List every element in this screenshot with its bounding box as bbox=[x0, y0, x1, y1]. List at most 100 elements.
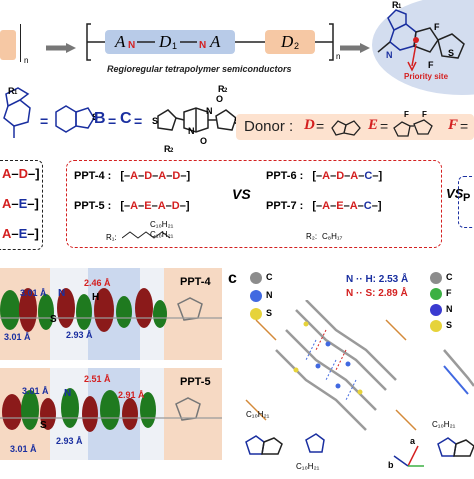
b-bot-d4: 2.93 Å bbox=[56, 436, 83, 446]
right-box-label: P bbox=[463, 192, 471, 204]
panel-b-bottom: PPT-5 3.01 Å 2.51 Å 2.91 Å 2.93 Å 3.01 Å… bbox=[0, 368, 222, 460]
b-top-n: N bbox=[58, 288, 66, 299]
right-molecule: C₁₀H₂₁ bbox=[432, 420, 474, 474]
b-top-d3: 2.93 Å bbox=[66, 330, 93, 340]
donor-eq-f: = bbox=[460, 118, 469, 134]
acceptor-c-r2-sub: 2 bbox=[224, 88, 228, 94]
acceptor-c-structure: O O N N R 2 R 2 S S bbox=[146, 84, 246, 156]
b-top-d4: 3.01 Å bbox=[4, 332, 31, 342]
chain-a2: A bbox=[210, 32, 221, 51]
acceptor-c-o2: O bbox=[200, 136, 208, 146]
b-bot-d5: 3.01 Å bbox=[10, 444, 37, 454]
tetrapolymer-chain: A N D 1 N A D 2 n bbox=[85, 22, 340, 62]
legend-s-dot bbox=[250, 308, 262, 320]
donor-e-structure: F F bbox=[390, 110, 446, 142]
right-polymer-box bbox=[458, 176, 474, 228]
ppt5-name: PPT-5 : bbox=[74, 200, 112, 212]
rlegend-s-sym: S bbox=[446, 320, 453, 330]
ppt4-seq-3: D bbox=[172, 170, 181, 182]
rlegend-c-sym: C bbox=[446, 272, 453, 282]
arrow-2 bbox=[340, 40, 370, 53]
acceptor-r1: R bbox=[8, 86, 15, 96]
b-top-h: H bbox=[92, 292, 100, 303]
acceptor-c-r2: R bbox=[218, 84, 225, 94]
acceptor-c-label: C bbox=[120, 110, 132, 127]
acceptor-c-r2b-sub: 2 bbox=[170, 148, 174, 154]
donor-box bbox=[236, 114, 474, 140]
acceptor-c-r2b: R bbox=[164, 144, 171, 154]
donor-d-structure bbox=[326, 117, 366, 139]
bottom-molecule-1: C₁₀H₂₁ bbox=[236, 410, 296, 474]
b-bot-s: S bbox=[40, 420, 47, 431]
packing-diagram bbox=[236, 299, 426, 460]
legend-n-dot bbox=[250, 290, 262, 302]
panel-c-label: c bbox=[228, 270, 237, 287]
ppt5-seq-2: A bbox=[157, 200, 166, 212]
chain-n-sub: n bbox=[336, 52, 341, 61]
ppt7-seq-2: A bbox=[349, 200, 358, 212]
chain-d2-sub: 2 bbox=[294, 41, 300, 51]
r1-chain-zigzag bbox=[121, 228, 182, 242]
panel-b-top: PPT-4 3.01 Å 2.46 Å 2.93 Å 3.01 Å N H S bbox=[0, 268, 222, 360]
top-left-orange-box bbox=[0, 30, 16, 60]
ppt4-title: PPT-4 bbox=[180, 276, 211, 288]
r1-c10-b: C₁₀H₂₁ bbox=[150, 230, 174, 239]
ppt5-seq-0: A bbox=[130, 200, 139, 212]
acceptor-b-s: S bbox=[92, 112, 99, 122]
b-top-d1: 3.01 Å bbox=[20, 288, 47, 298]
chain-n2: N bbox=[199, 40, 207, 51]
b-bot-n: N bbox=[64, 388, 72, 399]
bottom-molecule-2: C₁₀H₂₁ bbox=[296, 430, 346, 474]
n-subscript: n bbox=[24, 56, 29, 65]
b-bot-d2: 2.51 Å bbox=[84, 374, 111, 384]
donor-d: D bbox=[304, 117, 315, 133]
priority-structure: R 1 Priority site F F S N bbox=[372, 0, 474, 95]
ppt7-seq-3: C bbox=[363, 200, 372, 212]
ppt7-row: PPT-7 : [–A–E–A–C–] bbox=[266, 200, 382, 212]
acceptor-eq2: = bbox=[108, 113, 117, 129]
legend-n-sym: N bbox=[266, 290, 273, 300]
panel-b-top-band3 bbox=[164, 268, 222, 360]
right-packing-fragment bbox=[440, 340, 474, 400]
struct-r1-sub: 1 bbox=[398, 4, 402, 10]
polymer-box-red bbox=[66, 160, 442, 248]
donor-label: Donor : bbox=[244, 118, 294, 135]
left-row-3: A–E–] bbox=[2, 226, 39, 241]
acceptor-c-n2: N bbox=[188, 126, 195, 136]
ppt4-seq-2: A bbox=[158, 170, 167, 182]
acceptor-b-structure: S bbox=[50, 100, 100, 140]
ppt7-seq-1: E bbox=[336, 200, 344, 212]
rlegend-n-sym: N bbox=[446, 304, 453, 314]
struct-f2: F bbox=[428, 60, 434, 70]
right-legend: C F N S bbox=[430, 272, 474, 342]
axis-a-label: a bbox=[410, 436, 416, 446]
rlegend-f-sym: F bbox=[446, 288, 452, 298]
struct-s: S bbox=[448, 48, 455, 58]
ppt4-row: PPT-4 : [–A–D–A–D–] bbox=[74, 170, 191, 182]
acceptor-b-label: B bbox=[94, 110, 106, 127]
ppt5-row: PPT-5 : [–A–E–A–D–] bbox=[74, 200, 190, 212]
donor-f: F bbox=[448, 117, 459, 133]
chain-d2: D bbox=[281, 32, 294, 51]
r2-def: R₂: bbox=[306, 232, 318, 241]
left-row-1: A–D–] bbox=[2, 166, 40, 181]
mol1-c10: C₁₀H₂₁ bbox=[246, 410, 270, 419]
donor-e-f2: F bbox=[422, 110, 427, 119]
contact-nh: N ·· H: 2.53 Å bbox=[346, 274, 409, 285]
acceptor-c-o1: O bbox=[216, 94, 224, 104]
left-polymer-box bbox=[0, 160, 43, 250]
chain-a1: A bbox=[115, 32, 126, 51]
acceptor-c-n1: N bbox=[206, 106, 213, 116]
ppt6-row: PPT-6 : [–A–D–A–C–] bbox=[266, 170, 383, 182]
vs-label-1: VS bbox=[232, 186, 251, 202]
b-top-d2: 2.46 Å bbox=[84, 278, 111, 288]
ppt4-seq-1: D bbox=[144, 170, 153, 182]
rlegend-c-dot bbox=[430, 272, 442, 284]
struct-r1: R bbox=[392, 0, 399, 10]
ppt4-name: PPT-4 : bbox=[74, 170, 112, 182]
r2-c8: C₈H₁₇ bbox=[322, 232, 343, 241]
chain-d1: D bbox=[159, 32, 172, 51]
donor-e: E bbox=[368, 117, 379, 133]
ppt6-seq-0: A bbox=[322, 170, 331, 182]
ppt4-seq-0: A bbox=[130, 170, 139, 182]
